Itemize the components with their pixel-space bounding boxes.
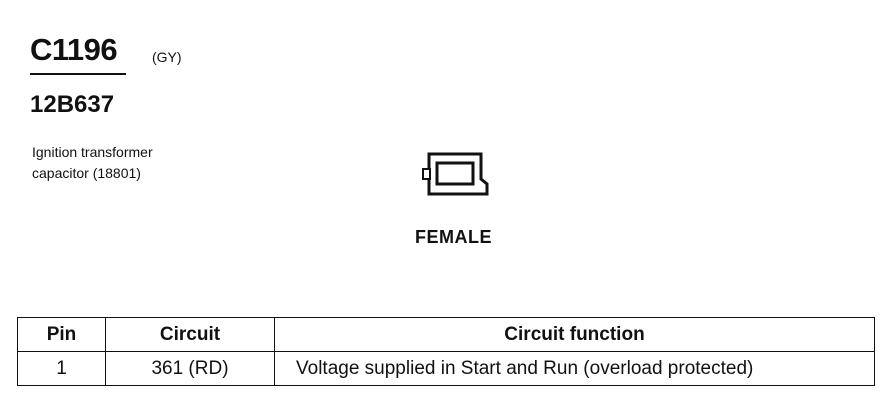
connector-gender-label: FEMALE [415, 227, 492, 247]
cell-circuit-function: Voltage supplied in Start and Run (overl… [274, 351, 875, 386]
pin-table: Pin Circuit Circuit function 1 361 (RD) … [17, 317, 875, 386]
component-description-line-2: capacitor (18801) [32, 165, 141, 181]
header-circuit-function: Circuit function [274, 317, 875, 352]
connector-id-underline [30, 73, 126, 75]
connector-id: C1196 [30, 32, 118, 67]
table-header-row: Pin Circuit Circuit function [17, 317, 875, 352]
header-circuit: Circuit [105, 317, 275, 352]
table-row: 1 361 (RD) Voltage supplied in Start and… [17, 351, 875, 386]
header-pin: Pin [17, 317, 106, 352]
cell-circuit: 361 (RD) [105, 351, 275, 386]
connector-color: (GY) [152, 49, 182, 65]
cell-pin: 1 [17, 351, 106, 386]
part-number: 12B637 [30, 91, 115, 118]
component-description: Ignition transformer capacitor (18801) [32, 142, 153, 184]
component-description-line-1: Ignition transformer [32, 144, 153, 160]
connector-face-icon [422, 152, 489, 196]
